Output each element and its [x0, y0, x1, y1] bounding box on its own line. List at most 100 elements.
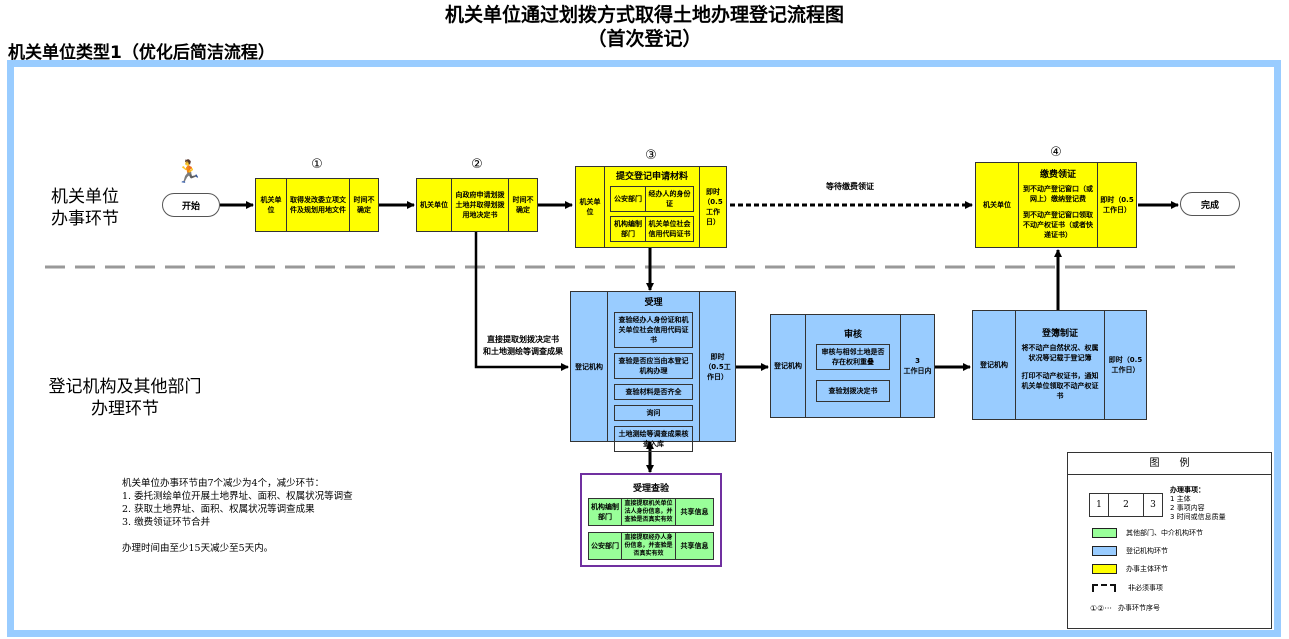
legend-cells-desc-2: 2 事项内容 — [1170, 504, 1205, 512]
legend-item-registry-label: 登记机构环节 — [1126, 547, 1168, 555]
step-number-2: ② — [471, 157, 483, 172]
audit-title: 审核 — [843, 330, 862, 340]
step-2-subject: 机关单位 — [420, 201, 448, 209]
note-line-2: 1. 委托测绘单位开展土地界址、面积、权属状况等调查 — [122, 491, 353, 502]
accept-subject: 登记机构 — [575, 362, 603, 371]
step-1-content: 取得发改委立项文件及规划用地文件 — [286, 179, 349, 231]
review-box[interactable]: 受理查验 机构编制部门 直接提取机关单位法人身份信息，并查验是否真实有效 共享信… — [580, 473, 722, 567]
sub-title: （首次登记） — [587, 28, 702, 50]
review-row-2-dept: 公安部门 — [591, 542, 619, 550]
arrow-step2-to-accept — [474, 232, 569, 371]
register-title: 登簿制证 — [1041, 329, 1078, 339]
main-title: 机关单位通过划拨方式取得土地办理登记流程图 — [444, 4, 844, 26]
legend: 图 例 1 2 3 办理事项： 1 主体 2 事项内容 3 时间或信息质量 其他… — [1067, 452, 1272, 629]
step-3-item-2-doc: 机关单位社会信用代码证书 — [645, 217, 693, 241]
legend-item-applicant-label: 办事主体环节 — [1126, 565, 1168, 573]
audit-item-1: 审核与相邻土地是否存在权利重叠 — [816, 344, 890, 370]
step-4-line-1: 到不动产登记窗口（或网上）缴纳登记费 — [1023, 185, 1093, 203]
step-3-title: 提交登记申请材料 — [615, 172, 688, 182]
step-3-item-1-doc: 经办人的身份证 — [645, 187, 693, 211]
accept-item-1: 查验经办人身份证和机关单位社会信用代码证书 — [614, 312, 693, 348]
blue-swatch — [1092, 546, 1117, 556]
step-number-1: ① — [311, 157, 323, 172]
step-number-3: ③ — [645, 148, 657, 163]
step-4-box[interactable]: 机关单位 缴费领证 到不动产登记窗口（或网上）缴纳登记费 到不动产登记窗口领取不… — [975, 162, 1137, 248]
step-4-title: 缴费领证 — [1039, 170, 1076, 180]
accept-item-4: 询问 — [614, 405, 693, 421]
step-3-item-2-dept: 机构编制部门 — [614, 220, 642, 238]
notes-block: 机关单位办事环节由7个减少为4个，减少环节： 1. 委托测绘单位开展土地界址、面… — [122, 477, 422, 555]
legend-cell-3: 3 — [1150, 500, 1156, 510]
step-1-time: 时间不确定 — [349, 179, 378, 231]
step-3-time: 即时（0.5工作日） — [699, 167, 726, 247]
note-line-3: 2. 获取土地界址、面积、权属状况等调查成果 — [122, 504, 315, 515]
legend-item-applicant: 办事主体环节 — [1092, 564, 1168, 574]
step-3-item-1: 公安部门 经办人的身份证 — [610, 186, 694, 212]
legend-cell-2: 2 — [1108, 494, 1144, 516]
step-1-box[interactable]: 机关单位 取得发改委立项文件及规划用地文件 时间不确定 — [255, 178, 379, 232]
register-line-2: 打印不动产权证书，通知机关单位领取不动产权证书 — [1021, 372, 1099, 400]
step-3-subject: 机关单位 — [579, 198, 601, 216]
review-title: 受理查验 — [632, 484, 669, 494]
step-2-time: 时间不确定 — [508, 179, 537, 231]
legend-item-optional: 非必须事项 — [1092, 583, 1163, 593]
yellow-swatch — [1092, 564, 1117, 574]
step-3-item-2: 机构编制部门 机关单位社会信用代码证书 — [610, 216, 694, 242]
wait-label: 等待缴费领证 — [826, 182, 874, 191]
step-2-box[interactable]: 机关单位 向政府申请划拨土地并取得划拨用地决定书 时间不确定 — [416, 178, 538, 232]
register-time: 即时（0.5工作日） — [1104, 311, 1146, 419]
legend-cells-title: 办理事项： — [1170, 486, 1205, 494]
legend-item-registry: 登记机构环节 — [1092, 546, 1168, 556]
audit-item-2: 查验划拨决定书 — [816, 380, 890, 402]
accept-item-3: 查验材料是否齐全 — [614, 384, 693, 400]
accept-item-2: 查验是否应当由本登记机构办理 — [614, 353, 693, 379]
review-row-1-content: 直接提取机关单位法人身份信息，并查验是否真实有效 — [621, 499, 675, 525]
accept-title: 受理 — [644, 298, 663, 308]
review-row-1: 机构编制部门 直接提取机关单位法人身份信息，并查验是否真实有效 共享信息 — [588, 498, 714, 526]
review-row-1-mode: 共享信息 — [675, 499, 713, 525]
legend-cells-desc-3: 3 时间或信息质量 — [1170, 513, 1226, 521]
step-4-subject: 机关单位 — [983, 201, 1011, 209]
start-terminal[interactable]: 开始 — [162, 193, 220, 217]
audit-time: 3 工作日内 — [900, 315, 934, 417]
audit-box[interactable]: 登记机构 审核 审核与相邻土地是否存在权利重叠 查验划拨决定书 3 工作日内 — [770, 314, 935, 418]
accept-box[interactable]: 登记机构 受理 查验经办人身份证和机关单位社会信用代码证书 查验是否应当由本登记… — [570, 291, 736, 452]
legend-cells-desc-1: 1 主体 — [1170, 495, 1191, 503]
type-label: 机关单位类型1（优化后简洁流程） — [8, 43, 275, 63]
step-3-box[interactable]: 机关单位 提交登记申请材料 公安部门 经办人的身份证 机构编制部门 机关单位社会… — [575, 166, 727, 248]
legend-sequence-label: 办事环节序号 — [1117, 604, 1160, 612]
step-number-4: ④ — [1050, 145, 1062, 160]
legend-cells: 1 2 3 — [1089, 493, 1163, 517]
register-box[interactable]: 登记机构 登簿制证 将不动产自然状况、权属状况等记载于登记簿 打印不动产权证书，… — [972, 310, 1147, 420]
sequence-number-icon: ①②··· — [1090, 603, 1112, 613]
note-line-6: 办理时间由至少15天减少至5天内。 — [122, 543, 274, 554]
legend-item-sequence: ①②··· 办事环节序号 — [1090, 603, 1160, 613]
note-line-5 — [122, 529, 422, 542]
review-row-2-content: 直接提取经办人身份信息，并查验是否真实有效 — [621, 533, 675, 559]
lane-label-applicant: 机关单位 办事环节 — [51, 187, 119, 229]
dashed-box-icon — [1092, 584, 1116, 592]
accept-time: 即时（0.5工作日） — [699, 292, 735, 441]
legend-cell-1: 1 — [1096, 500, 1102, 510]
direct-extract-label: 直接提取划拨决定书 和土地测绘等调查成果 — [483, 335, 563, 356]
end-terminal[interactable]: 完成 — [1180, 192, 1240, 216]
runner-icon: 🏃 — [175, 160, 203, 185]
step-4-line-2: 到不动产登记窗口领取不动产权证书（或者快递证书） — [1023, 211, 1093, 239]
legend-optional-label: 非必须事项 — [1128, 584, 1163, 592]
legend-item-other: 其他部门、中介机构环节 — [1092, 528, 1203, 538]
legend-item-other-label: 其他部门、中介机构环节 — [1126, 529, 1203, 537]
audit-subject: 登记机构 — [774, 362, 802, 370]
register-subject: 登记机构 — [980, 361, 1008, 369]
register-line-1: 将不动产自然状况、权属状况等记载于登记簿 — [1021, 344, 1099, 362]
step-4-time: 即时（0.5工作日） — [1097, 163, 1136, 247]
review-row-2: 公安部门 直接提取经办人身份信息，并查验是否真实有效 共享信息 — [588, 532, 714, 560]
legend-title: 图 例 — [1068, 453, 1271, 475]
step-1-subject: 机关单位 — [260, 196, 282, 214]
accept-item-5: 土地测绘等调查成果核查入库 — [614, 426, 693, 452]
green-swatch — [1092, 528, 1117, 538]
lane-label-registry: 登记机构及其他部门 办理环节 — [48, 377, 202, 419]
review-row-2-mode: 共享信息 — [675, 533, 713, 559]
step-3-item-1-dept: 公安部门 — [614, 195, 642, 203]
review-row-1-dept: 机构编制部门 — [591, 503, 619, 521]
